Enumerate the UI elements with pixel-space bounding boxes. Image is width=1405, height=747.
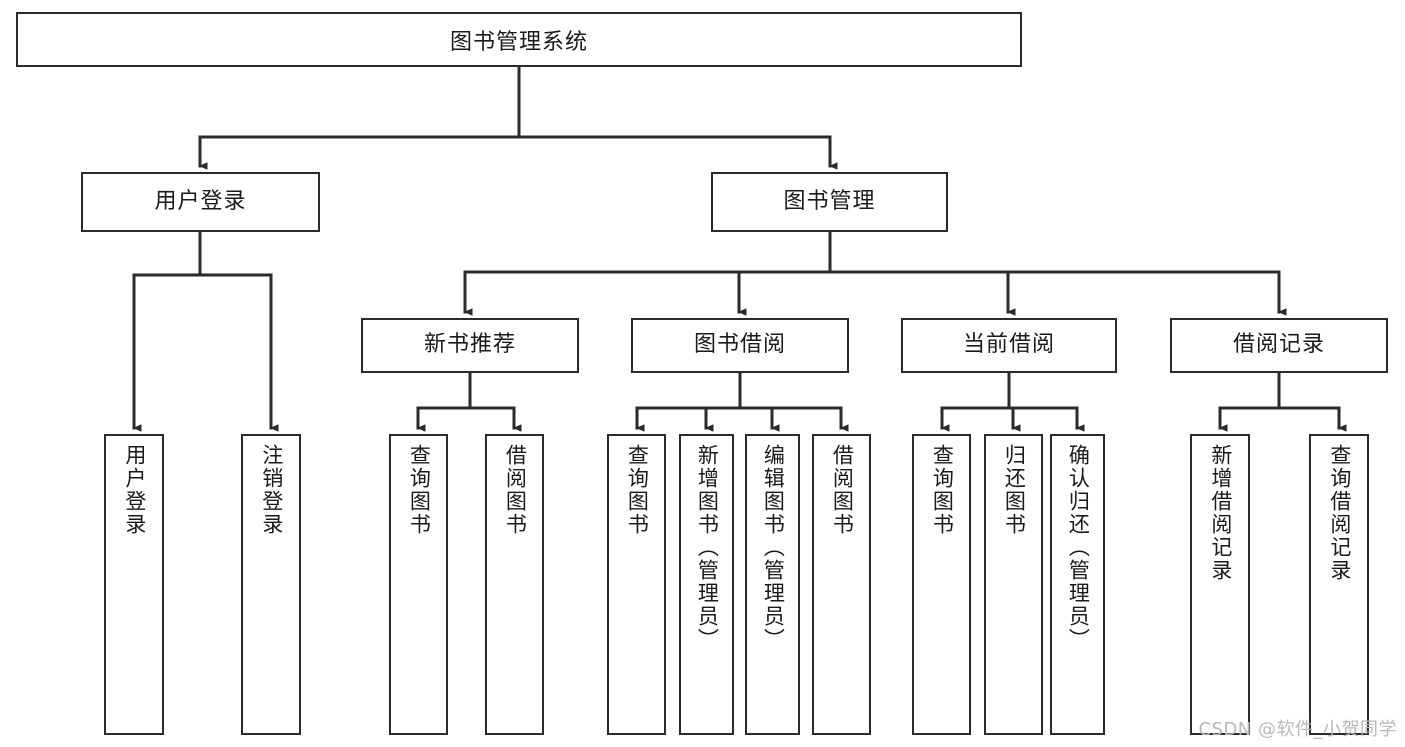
node-current-borrow[interactable]: 当前借阅 [901, 318, 1117, 373]
node-leaf-query-book-2-label: 查询图书 [625, 444, 650, 536]
node-leaf-edit-book[interactable]: 编辑图书（管理员） [745, 434, 800, 735]
node-borrow-record-label: 借阅记录 [1232, 332, 1325, 358]
node-leaf-query-book-3[interactable]: 查询图书 [912, 434, 971, 735]
node-leaf-query-record-label: 查询借阅记录 [1327, 444, 1352, 582]
node-leaf-query-book-1-label: 查询图书 [407, 444, 432, 536]
watermark-text: CSDN @软件_小贺同学 [1198, 719, 1397, 740]
node-leaf-confirm-return-label: 确认归还（管理员） [1066, 444, 1091, 651]
node-user-login-label: 用户登录 [154, 188, 247, 214]
node-leaf-add-record-label: 新增借阅记录 [1208, 444, 1233, 582]
node-leaf-return-book-label: 归还图书 [1002, 444, 1027, 536]
node-leaf-add-record[interactable]: 新增借阅记录 [1190, 434, 1250, 735]
node-leaf-borrow-book-2[interactable]: 借阅图书 [812, 434, 871, 735]
node-borrow-record[interactable]: 借阅记录 [1170, 318, 1388, 373]
node-leaf-user-logout[interactable]: 注销登录 [241, 434, 301, 735]
node-leaf-confirm-return[interactable]: 确认归还（管理员） [1050, 434, 1105, 735]
node-leaf-user-login[interactable]: 用户登录 [104, 434, 164, 735]
node-leaf-borrow-book-1-label: 借阅图书 [503, 444, 528, 536]
node-leaf-return-book[interactable]: 归还图书 [984, 434, 1043, 735]
node-book-borrow[interactable]: 图书借阅 [631, 318, 849, 373]
node-leaf-query-record[interactable]: 查询借阅记录 [1309, 434, 1369, 735]
node-current-borrow-label: 当前借阅 [962, 332, 1055, 358]
node-leaf-edit-book-label: 编辑图书（管理员） [761, 444, 786, 651]
node-new-book-rec-label: 新书推荐 [423, 332, 516, 358]
node-new-book-rec[interactable]: 新书推荐 [361, 318, 579, 373]
node-leaf-add-book-label: 新增图书（管理员） [695, 444, 720, 651]
node-leaf-user-login-label: 用户登录 [122, 444, 147, 536]
node-leaf-query-book-3-label: 查询图书 [930, 444, 955, 536]
node-book-manage-label: 图书管理 [783, 188, 876, 214]
node-leaf-query-book-1[interactable]: 查询图书 [389, 434, 448, 735]
node-root-label: 图书管理系统 [449, 29, 588, 55]
node-leaf-borrow-book-2-label: 借阅图书 [830, 444, 855, 536]
node-leaf-borrow-book-1[interactable]: 借阅图书 [485, 434, 544, 735]
node-book-borrow-label: 图书借阅 [693, 332, 786, 358]
node-leaf-user-logout-label: 注销登录 [259, 444, 284, 536]
node-user-login[interactable]: 用户登录 [81, 172, 320, 232]
node-leaf-query-book-2[interactable]: 查询图书 [607, 434, 666, 735]
node-leaf-add-book[interactable]: 新增图书（管理员） [679, 434, 734, 735]
node-book-manage[interactable]: 图书管理 [711, 172, 948, 232]
node-root[interactable]: 图书管理系统 [16, 12, 1022, 67]
